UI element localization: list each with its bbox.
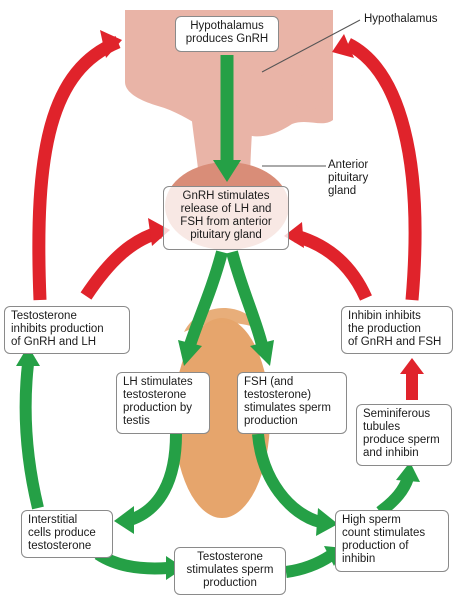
inhibin-to-pituitary-arrow: [294, 229, 372, 301]
testosterone-to-pituitary-arrowhead: [148, 218, 170, 246]
inhibin-inhibits-box: Inhibin inhibits the production of GnRH …: [341, 306, 453, 354]
inhibin-to-pituitary-arrowhead: [284, 222, 304, 248]
hypothalamus-fold: [288, 74, 323, 111]
pituitary-to-lh-arrow: [184, 250, 228, 347]
interstitial-to-testosterone-arrow: [19, 363, 44, 510]
pituitary-to-fsh-arrow: [226, 250, 268, 347]
inhibin-to-hypothalamus-arrow: [344, 38, 422, 301]
pituitary-to-lh-arrowhead: [178, 340, 202, 366]
hypothalamus-to-pituitary-arrowhead: [213, 160, 241, 182]
hypothalamus-label: Hypothalamus: [364, 13, 438, 25]
interstitial-box: Interstitial cells produce testosterone: [21, 510, 113, 558]
high-sperm-to-seminiferous-arrowhead: [396, 462, 420, 482]
gnrh-box: GnRH stimulates release of LH and FSH fr…: [163, 186, 289, 250]
pituitary-to-fsh-arrowhead: [250, 340, 274, 366]
lh-box: LH stimulates testosterone production by…: [116, 372, 210, 434]
lh-to-interstitial-arrowhead: [114, 506, 134, 534]
high-sperm-box: High sperm count stimulates production o…: [335, 510, 449, 572]
anterior-pituitary-label: Anterior pituitary gland: [328, 159, 369, 197]
seminiferous-box: Seminiferous tubules produce sperm and i…: [356, 404, 452, 466]
testosterone-to-hypothalamus-arrow: [32, 35, 121, 301]
testosterone-to-hypothalamus-arrowhead: [100, 30, 122, 58]
testosterone-inhibits-box: Testosterone inhibits production of GnRH…: [4, 306, 130, 354]
fsh-to-high-sperm-arrowhead: [316, 508, 338, 536]
hypothalamus-box: Hypothalamus produces GnRH: [175, 16, 279, 52]
high-sperm-to-seminiferous-arrow: [376, 475, 414, 517]
sperm-to-high-sperm-arrow: [285, 550, 334, 578]
hypothalamus-leader: [261, 19, 361, 73]
interstitial-to-testosterone-arrowhead: [16, 346, 40, 366]
inhibin-to-hypothalamus-arrowhead: [332, 34, 354, 58]
testosterone-to-pituitary-arrow: [80, 225, 162, 300]
lh-to-interstitial-arrow: [127, 433, 182, 526]
fsh-to-high-sperm-arrow: [252, 433, 322, 528]
testis: [174, 318, 270, 518]
seminiferous-to-inhibin-arrowhead: [400, 358, 424, 374]
testosterone-sperm-box: Testosterone stimulates sperm production: [174, 547, 286, 595]
fsh-box: FSH (and testosterone) stimulates sperm …: [237, 372, 347, 434]
